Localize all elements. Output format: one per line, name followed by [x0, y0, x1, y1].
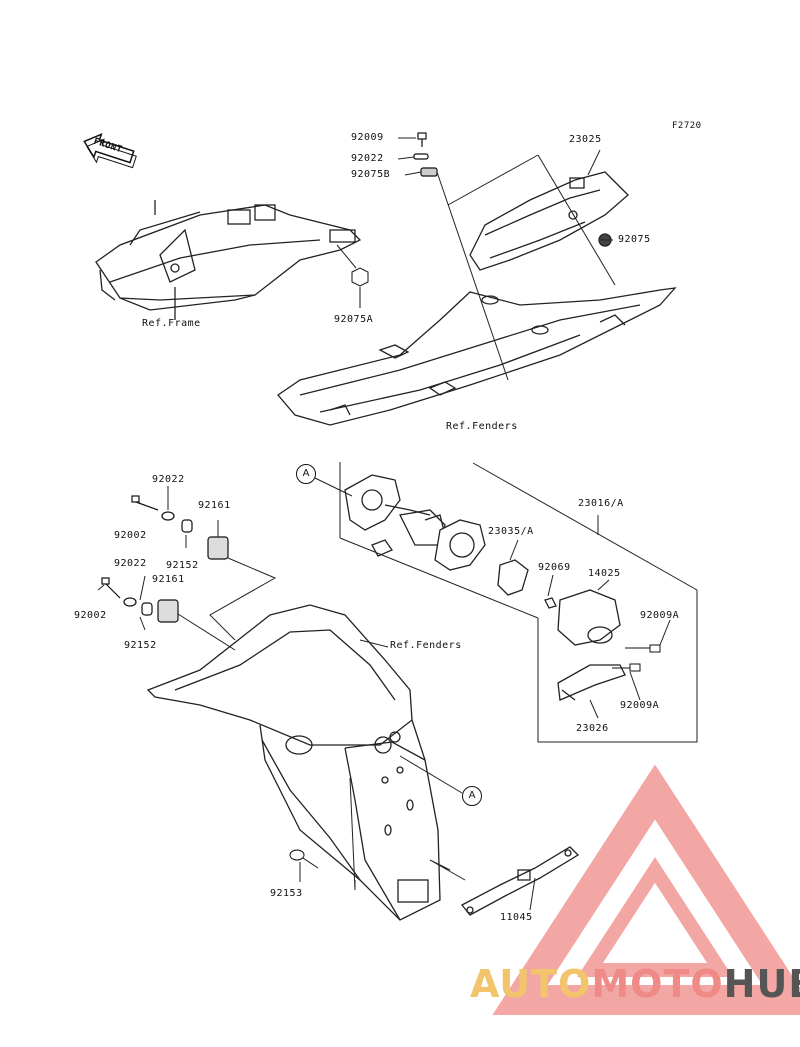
part-23016a: 23016/A — [578, 498, 624, 509]
watermark-triangle — [492, 764, 800, 1015]
part-23026: 23026 — [576, 723, 609, 734]
part-92161-b: 92161 — [152, 574, 185, 585]
front-arrow-icon — [83, 133, 137, 169]
ref-fenders-upper-label: Ref.Fenders — [446, 421, 518, 432]
frame-drawing — [95, 200, 362, 320]
part-92161-a: 92161 — [198, 500, 231, 511]
screw-92153-icon — [289, 849, 319, 869]
part-92022-a: 92022 — [152, 474, 185, 485]
figure-code: F2720 — [672, 121, 702, 131]
leader-lines-left — [97, 486, 277, 651]
fender-upper-drawing — [277, 287, 677, 426]
part-23025: 23025 — [569, 134, 602, 145]
part-92002-b: 92002 — [74, 610, 107, 621]
part-92152-a: 92152 — [166, 560, 199, 571]
part-92009-top: 92009 — [351, 132, 384, 143]
watermark-logo: AUTOMOTOHUB — [470, 962, 800, 1006]
part-92002-a: 92002 — [114, 530, 147, 541]
part-92075b: 92075B — [351, 169, 391, 180]
part-92022-top: 92022 — [351, 153, 384, 164]
part-92009a-a: 92009A — [640, 610, 680, 621]
callout-box-tail-lamp — [314, 462, 698, 743]
callout-a-upper: A — [296, 464, 316, 484]
hardware-top-stack — [413, 132, 438, 177]
part-92152-b: 92152 — [124, 640, 157, 651]
leader-lines-lower — [299, 639, 536, 911]
part-92075a: 92075A — [334, 314, 374, 325]
part-92069: 92069 — [538, 562, 571, 573]
tail-lamp-drawing — [344, 474, 626, 701]
part-92153: 92153 — [270, 888, 303, 899]
watermark-moto: MOTO — [591, 962, 724, 1006]
watermark-auto: AUTO — [470, 962, 592, 1006]
ref-frame-label: Ref.Frame — [142, 318, 201, 329]
hardware-left — [101, 495, 229, 623]
screws-92009A — [612, 644, 661, 672]
rear-fender-drawing — [146, 604, 441, 921]
part-92009a-b: 92009A — [620, 700, 660, 711]
part-92022-b: 92022 — [114, 558, 147, 569]
ref-fenders-lower-label: Ref.Fenders — [390, 640, 462, 651]
seat-cowl-drawing — [469, 171, 629, 271]
callout-a-lower: A — [462, 786, 482, 806]
watermark-hub: HUB — [723, 962, 800, 1006]
license-bracket-drawing — [461, 846, 580, 916]
part-23035a: 23035/A — [488, 526, 534, 537]
leader-lines-upper — [397, 137, 616, 381]
part-14025: 14025 — [588, 568, 621, 579]
part-92075: 92075 — [618, 234, 651, 245]
part-11045: 11045 — [500, 912, 533, 923]
nut-92075A-icon — [351, 267, 369, 308]
